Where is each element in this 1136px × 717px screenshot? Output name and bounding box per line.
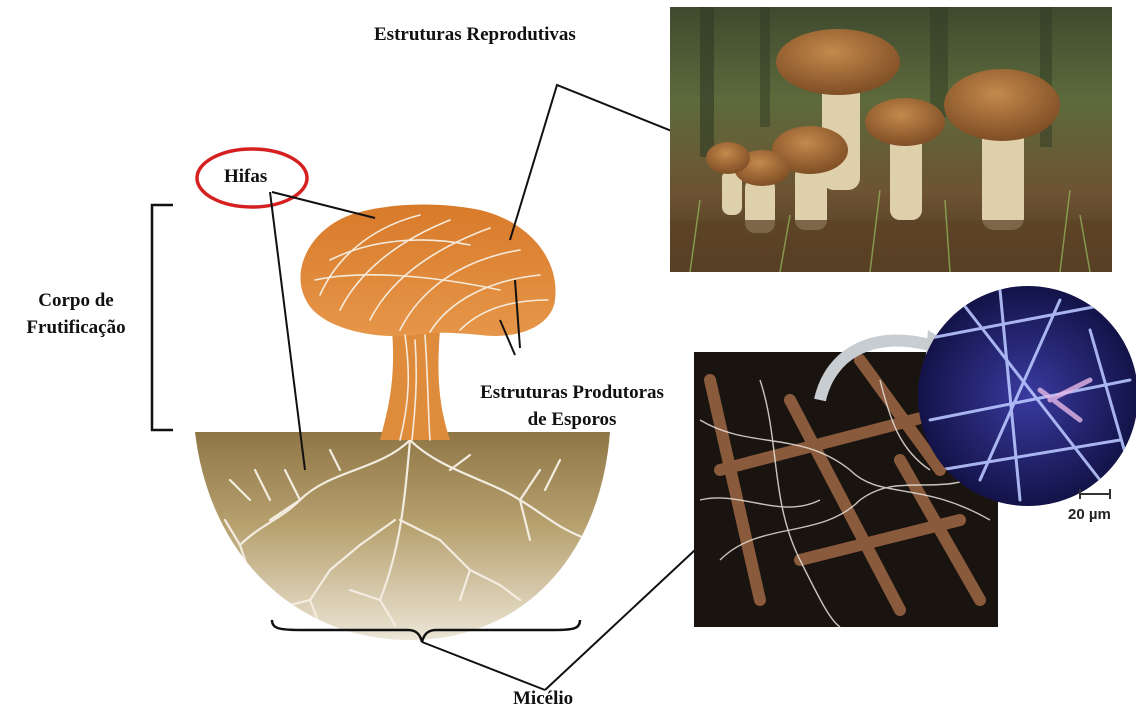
- scale-bar-label: 20 µm: [1068, 506, 1111, 523]
- scale-bar: [1080, 489, 1110, 499]
- spore-structures-label-line1: Estruturas Produtoras: [452, 379, 692, 406]
- fruiting-body-label-line1: Corpo de: [6, 287, 146, 314]
- reproductive-structures-label: Estruturas Reprodutivas: [374, 24, 576, 46]
- mycelium-label: Micélio: [513, 688, 573, 710]
- soil-illustration: [195, 432, 610, 640]
- spore-structures-label: Estruturas Produtoras de Esporos: [452, 379, 692, 433]
- hyphae-label: Hifas: [224, 166, 267, 188]
- fruiting-body-bracket: [152, 205, 173, 430]
- fruiting-body-label: Corpo de Frutificação: [6, 287, 146, 341]
- fruiting-body-label-line2: Frutificação: [6, 314, 146, 341]
- mushroom-forest-photo: [670, 7, 1112, 272]
- hyphae-micrograph: [918, 286, 1136, 506]
- spore-structures-label-line2: de Esporos: [452, 406, 692, 433]
